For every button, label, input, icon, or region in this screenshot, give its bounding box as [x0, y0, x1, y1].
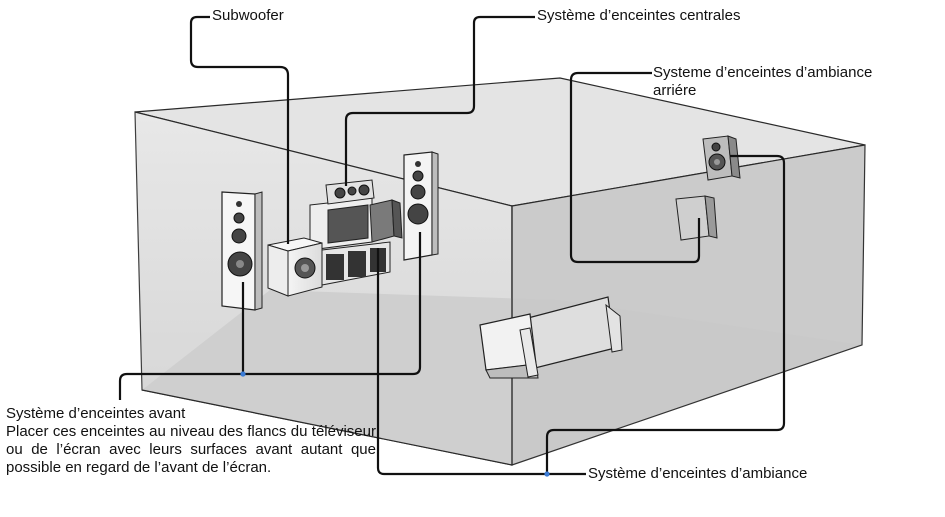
label-rear-line1: Systeme d’enceintes d’ambiance — [653, 64, 873, 81]
callout-line-subwoofer — [189, 15, 290, 244]
callout-junction-dot — [240, 371, 246, 377]
room-edge — [141, 389, 513, 466]
callout-line-surround — [376, 248, 586, 476]
front-speaker-left — [221, 191, 263, 311]
label-surround-speakers: Système d’enceintes d’ambiance — [588, 465, 808, 482]
front-speaker-small — [369, 199, 403, 243]
label-subwoofer: Subwoofer — [212, 7, 284, 24]
label-front-description: Placer ces enceintes au niveau des flanc… — [6, 423, 376, 476]
subwoofer — [267, 237, 323, 297]
callout-line-rear — [569, 71, 701, 264]
callout-line-front — [118, 232, 422, 400]
center-speaker — [325, 179, 375, 205]
callout-line-center — [344, 15, 535, 186]
label-rear-line2: arriére — [653, 82, 697, 99]
label-center-speakers: Système d’enceintes centrales — [537, 7, 741, 24]
sofa — [479, 296, 623, 379]
label-front-speakers: Système d’enceintes avant Placer ces enc… — [6, 405, 376, 477]
tv-rack — [309, 197, 391, 286]
label-rear-surround-speakers: Systeme d’enceintes d’ambiance arriére — [653, 64, 872, 100]
rear-surround-speaker — [675, 195, 718, 241]
rear-surround-speaker — [702, 135, 741, 181]
label-front-title: Système d’enceintes avant — [6, 405, 186, 422]
callout-junction-dot — [544, 471, 550, 477]
front-speaker-right — [403, 151, 439, 261]
callout-line-surround — [545, 154, 786, 474]
